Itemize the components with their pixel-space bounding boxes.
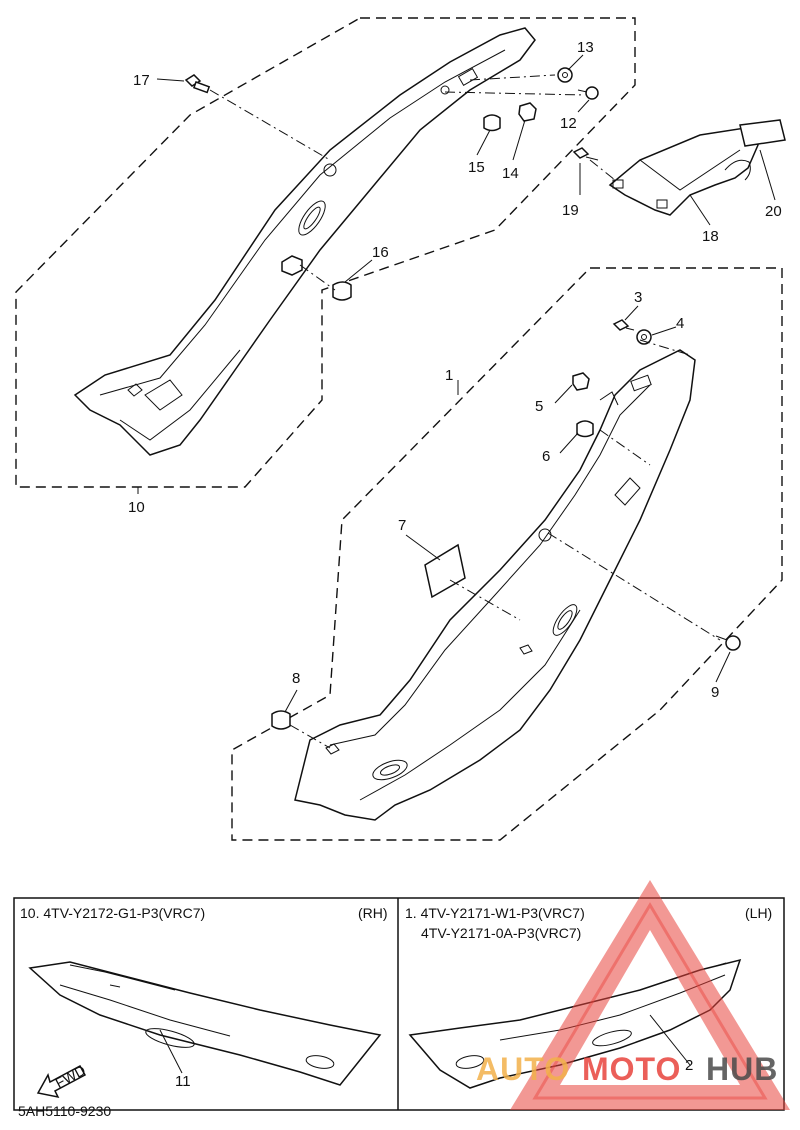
watermark-hub: HUB (706, 1051, 778, 1087)
callout-17: 17 (133, 72, 150, 89)
legend-lh-part-1: 1. 4TV-Y2171-W1-P3(VRC7) (405, 905, 585, 921)
callout-12: 12 (560, 115, 577, 132)
callout-2: 2 (685, 1057, 693, 1074)
callout-8: 8 (292, 670, 300, 687)
callout-10: 10 (128, 499, 145, 516)
callout-7: 7 (398, 517, 406, 534)
callout-15: 15 (468, 159, 485, 176)
group-10-boundary (15, 17, 636, 488)
side-cover-rh-part (73, 27, 536, 456)
callout-18: 18 (702, 228, 719, 245)
callout-6: 6 (542, 448, 550, 465)
watermark-logo: AUTO MOTO HUB (476, 880, 790, 1110)
callout-16: 16 (372, 244, 389, 261)
callouts: 17 13 12 14 15 16 19 20 18 10 3 4 1 5 6 … (128, 39, 782, 701)
assembly-lines (209, 74, 721, 749)
legend-lh-part-2: 4TV-Y2171-0A-P3(VRC7) (421, 925, 581, 941)
callout-5: 5 (535, 398, 543, 415)
callout-4: 4 (676, 315, 684, 332)
legend-rh-side: (RH) (358, 905, 388, 921)
legend-lh-side: (LH) (745, 905, 772, 921)
watermark-auto: AUTO (476, 1051, 570, 1087)
leader-lines (137, 54, 776, 713)
hardware-upper (184, 67, 599, 301)
label-part-7 (424, 543, 466, 599)
callout-3: 3 (634, 289, 642, 306)
watermark-moto: MOTO (582, 1051, 681, 1087)
hardware-lower (271, 319, 741, 730)
legend-frame (13, 897, 785, 1111)
fwd-label: FWD (52, 1062, 88, 1091)
callout-9: 9 (711, 684, 719, 701)
callout-14: 14 (502, 165, 519, 182)
callout-20: 20 (765, 203, 782, 220)
callout-11: 11 (175, 1073, 191, 1090)
diagram-code: 5AH5110-9230 (18, 1103, 111, 1119)
group-1-boundary (231, 267, 783, 841)
callout-13: 13 (577, 39, 594, 56)
callout-19: 19 (562, 202, 579, 219)
callout-1: 1 (445, 367, 453, 384)
watermark-triangle-icon (510, 880, 790, 1110)
legend-rh-part: 10. 4TV-Y2172-G1-P3(VRC7) (20, 905, 205, 921)
rh-cover-illustration: 11 (28, 961, 382, 1090)
fwd-arrow-icon: FWD (36, 1062, 88, 1099)
side-cover-lh-part (294, 349, 696, 821)
tail-cover-part (572, 119, 786, 216)
